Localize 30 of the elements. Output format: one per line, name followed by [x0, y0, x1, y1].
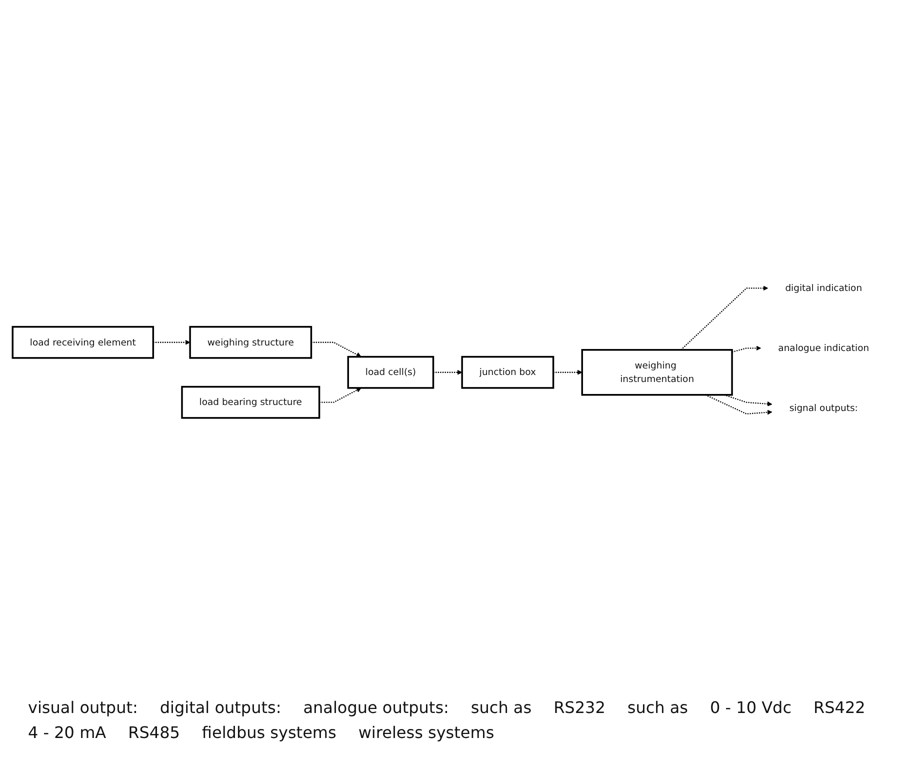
- output-note: such as: [470, 698, 532, 717]
- node-box: weighing structure: [189, 326, 312, 359]
- output-note: wireless systems: [358, 723, 494, 742]
- output-note: RS422: [813, 698, 866, 717]
- arrow: [311, 342, 362, 357]
- node-box: junction box: [461, 356, 554, 389]
- output-note: analogue outputs:: [303, 698, 449, 717]
- arrow: [732, 345, 762, 352]
- node-box: load cell(s): [347, 356, 434, 389]
- arrow: [680, 286, 768, 350]
- node-text: analogue indication: [778, 342, 870, 354]
- node-box: load receiving element: [12, 326, 154, 359]
- output-note: digital outputs:: [160, 698, 282, 717]
- node-box: load bearing structure: [181, 386, 320, 419]
- node-text: signal outputs:: [789, 402, 858, 414]
- output-note: fieldbus systems: [202, 723, 336, 742]
- output-note: 4 - 20 mA: [28, 723, 106, 742]
- output-note: visual output:: [28, 698, 138, 717]
- arrow: [433, 370, 462, 375]
- arrow: [705, 394, 772, 415]
- node-box: weighing instrumentation: [581, 348, 733, 396]
- node-text: digital indication: [785, 282, 862, 294]
- output-note: 0 - 10 Vdc: [710, 698, 792, 717]
- arrow: [553, 370, 582, 375]
- arrow: [319, 388, 362, 403]
- arrow: [724, 394, 772, 406]
- output-note: RS485: [128, 723, 180, 742]
- output-note: such as: [627, 698, 688, 717]
- output-note: RS232: [554, 698, 606, 717]
- arrow: [153, 340, 190, 345]
